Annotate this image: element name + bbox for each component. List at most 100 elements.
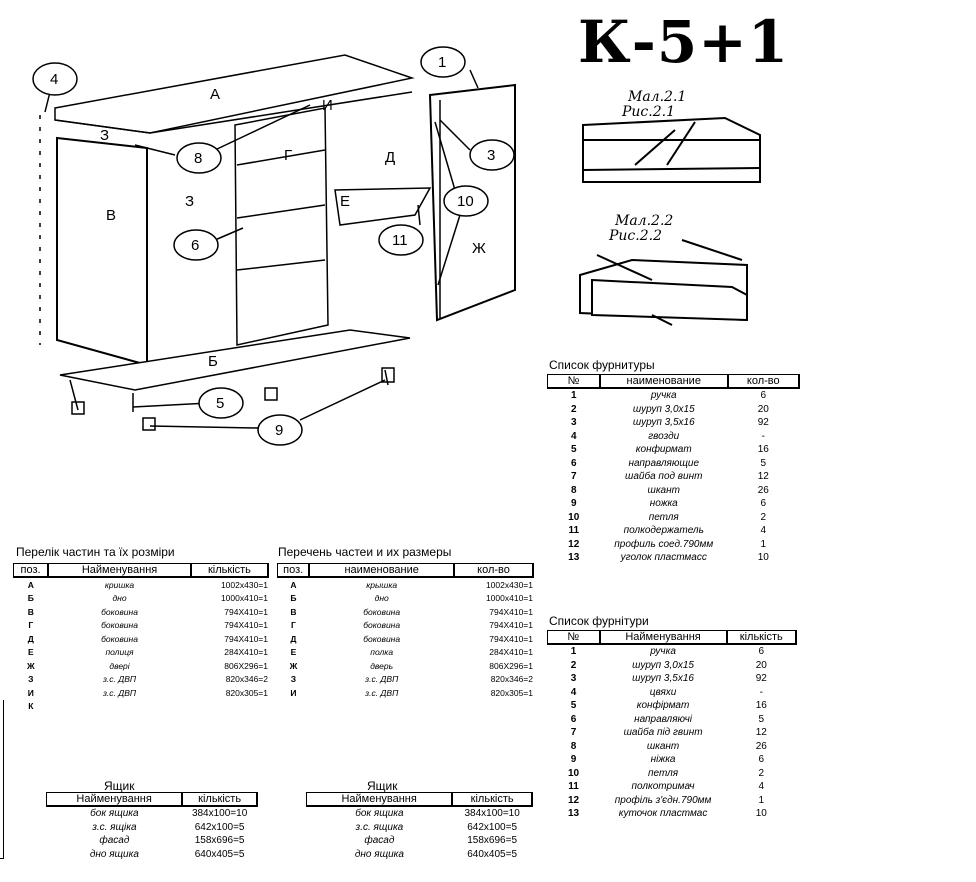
part-label-i: И (322, 97, 333, 114)
table-cell: 794X410=1 (224, 633, 268, 644)
table-cell: 2 (570, 659, 577, 671)
table-cell: 794X410=1 (224, 620, 268, 631)
table-cell: конфірмат (636, 700, 690, 712)
table-cell: уголок пластмасс (620, 552, 707, 564)
table-cell: 5 (570, 444, 577, 456)
table-cell: 6 (760, 498, 767, 510)
column-header: кол-во (727, 374, 801, 389)
column-header: поз. (13, 563, 50, 578)
table-cell: двері (109, 660, 130, 671)
table-cell: 12 (757, 471, 769, 483)
table-cell: 794X410=1 (224, 606, 268, 617)
table-cell: боковина (101, 620, 138, 631)
table-cell: З (290, 674, 297, 685)
table-cell: полкотримач (631, 781, 695, 793)
table-cell: Б (27, 593, 34, 604)
table-cell: 642x100=5 (467, 821, 518, 833)
table-cell: 806X296=1 (489, 660, 533, 671)
table-cell: К (28, 701, 34, 712)
table-cell: 10 (567, 767, 580, 779)
table-cell: 284X410=1 (224, 647, 268, 658)
table-cell: В (27, 606, 34, 617)
table-cell: полиця (105, 647, 134, 658)
table-cell: 384x100=10 (191, 808, 248, 820)
callout-5: 5 (216, 395, 224, 412)
table-cell: 26 (755, 740, 767, 752)
table-cell: конфирмат (635, 444, 692, 456)
table-cell: 4 (570, 686, 577, 698)
table-cell: 820x346=2 (490, 674, 533, 685)
table-cell: 10 (568, 511, 580, 523)
table-cell: 7 (570, 471, 577, 483)
table-cell: профіль з'єдн.790мм (614, 794, 712, 806)
table-cell: ручка (650, 646, 676, 658)
table-cell: 13 (567, 808, 580, 820)
table-cell: фасад (364, 835, 395, 847)
table-cell: крышка (366, 579, 398, 590)
table-cell: шуруп 3,5х16 (632, 417, 695, 429)
table-cell: 10 (755, 808, 767, 820)
table-cell: гвозди (648, 430, 680, 442)
table-cell: 5 (570, 700, 577, 712)
table-cell: полкодержатель (623, 525, 704, 537)
table-cell: петля (648, 511, 679, 523)
column-header: наименование (599, 374, 729, 389)
table-cell: 1000x410=1 (485, 593, 533, 604)
callout-1: 1 (438, 54, 446, 71)
table-cell: 8 (570, 740, 577, 752)
part-label-v: В (106, 207, 116, 224)
table-cell: Г (28, 620, 34, 631)
callout-8: 8 (194, 150, 202, 167)
drawer-figure-2-1 (582, 116, 761, 183)
table-cell: 384x100=10 (464, 808, 520, 820)
drawer-figure-2-2 (579, 239, 748, 326)
part-label-a: А (210, 86, 220, 103)
table-cell: 3 (570, 673, 577, 685)
column-header: кількість (451, 792, 533, 807)
column-header: наименование (308, 563, 456, 578)
table-cell: 158x696=5 (194, 835, 245, 847)
table-cell: 284X410=1 (489, 647, 533, 658)
table-cell: 11 (568, 525, 580, 537)
column-header: кількість (726, 630, 798, 645)
table-cell: 794X410=1 (489, 633, 533, 644)
table-cell: З (28, 674, 34, 685)
table-cell: 1 (758, 794, 765, 806)
table-cell: 16 (755, 700, 767, 712)
table-cell: 12 (568, 538, 580, 550)
table-cell: 16 (757, 444, 769, 456)
column-header: Найменування (306, 792, 454, 807)
table-cell: 820x305=1 (490, 687, 533, 698)
table-cell: з.с. ДВП (365, 687, 399, 698)
table-cell: з.с. ДВП (365, 674, 399, 685)
table-cell: бок ящика (90, 808, 139, 820)
diagram-lines (39, 54, 516, 431)
table-cell: боковина (101, 606, 138, 617)
table-row: 5 конфірмат 16 (548, 699, 797, 713)
table-cell: 92 (757, 417, 769, 429)
table-cell: Е (290, 647, 297, 658)
table-cell: - (761, 430, 765, 442)
table-cell: Д (27, 633, 34, 644)
table-cell: шкант (647, 484, 680, 496)
table-cell: Ж (26, 660, 35, 671)
table-cell: Ж (289, 660, 298, 671)
table-cell: ніжка (650, 754, 676, 766)
